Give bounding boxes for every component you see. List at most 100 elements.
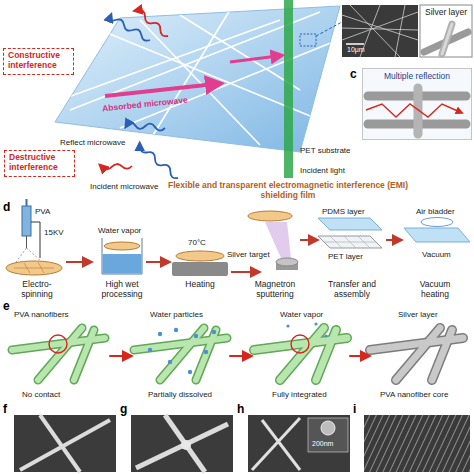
beam-label: Incident light: [300, 166, 345, 175]
illustration-shape: [134, 328, 227, 380]
illustration-shape: [105, 84, 215, 96]
inset-label: Silver layer: [422, 8, 470, 18]
part-label: PDMS layer: [322, 207, 365, 216]
illustration-shape: [324, 334, 327, 337]
wave-label: Reflect microwave: [60, 138, 125, 147]
illustration-shape: [252, 418, 300, 470]
illustration-shape: [386, 239, 398, 241]
fiber-stages: [12, 322, 463, 380]
illustration-shape: [14, 415, 116, 472]
illustration-shape: [14, 262, 54, 273]
sem-inset: [342, 5, 472, 57]
illustration-shape: [346, 43, 364, 45]
step-label: Vacuum heating: [405, 280, 465, 300]
stage-label: No contact: [22, 390, 60, 399]
microwave-waves: [102, 8, 180, 180]
stage-label: Water particles: [150, 310, 203, 319]
illustration-shape: [324, 236, 376, 248]
panel-letter: d: [3, 201, 10, 215]
process-steps: [6, 199, 470, 276]
illustration-shape: [248, 415, 350, 472]
step-label: Transfer and assembly: [320, 280, 384, 300]
illustration-shape: [70, 12, 320, 110]
illustration-shape: [135, 8, 169, 38]
illustration-shape: [158, 332, 162, 336]
illustration-shape: [420, 5, 472, 57]
step-label: Magnetron sputtering: [242, 280, 308, 300]
illustration-shape: [60, 10, 338, 145]
illustration-shape: [248, 211, 292, 221]
illustration-shape: [55, 6, 340, 152]
illustration-shape: [188, 370, 192, 374]
stage-label: Fully integrated: [272, 390, 327, 399]
illustration-shape: [110, 355, 366, 357]
illustration-shape: [12, 328, 105, 380]
illustration-shape: [362, 68, 472, 140]
illustration-shape: [342, 5, 418, 57]
illustration-shape: [26, 236, 27, 248]
illustration-shape: [308, 418, 348, 452]
interference-box: Destructive interference: [4, 150, 75, 177]
illustration-shape: [136, 415, 228, 472]
illustration-shape: [230, 355, 248, 357]
illustration-shape: [421, 218, 453, 227]
illustration-shape: [131, 415, 233, 472]
illustration-shape: [291, 335, 309, 353]
part-label: PET substrate: [300, 146, 351, 155]
illustration-shape: [148, 322, 328, 374]
illustration-shape: [66, 240, 398, 272]
film-title: Flexible and transparent electromagnetic…: [168, 181, 408, 201]
stage-label: Partially dissolved: [148, 390, 212, 399]
illustration-shape: [404, 228, 470, 242]
illustration-shape: [102, 164, 132, 170]
illustration-shape: [342, 28, 418, 30]
illustration-shape: [204, 350, 208, 354]
voltage-label: 15KV: [44, 228, 64, 237]
illustration-shape: [342, 5, 418, 57]
illustration-shape: [300, 239, 314, 241]
illustration-shape: [318, 236, 382, 248]
stage-label: PVA nanofibers: [14, 310, 69, 319]
illustration-shape: [134, 328, 227, 380]
illustration-shape: [12, 328, 105, 380]
illustration-shape: [231, 271, 256, 273]
inset-panel: Multiple reflection: [362, 68, 472, 140]
illustration-shape: [138, 144, 180, 181]
part-label: PET layer: [328, 252, 363, 261]
panel-letter: g: [120, 403, 127, 417]
illustration-shape: [318, 218, 382, 230]
illustration-shape: [22, 206, 31, 236]
illustration-shape: [370, 328, 463, 380]
material-label: PVA: [35, 207, 50, 216]
reflection-illustration: [362, 68, 472, 140]
step-label: Electro-spinning: [8, 280, 66, 300]
wave-label: Incident microwave: [90, 182, 158, 191]
illustration-shape: [127, 122, 165, 131]
illustration-shape: [20, 415, 110, 472]
illustration-shape: [66, 261, 88, 263]
illustration-shape: [148, 348, 152, 352]
illustration-shape: [284, 0, 293, 178]
illustration-shape: [31, 222, 40, 258]
illustration-shape: [366, 104, 460, 117]
illustration-shape: [316, 22, 342, 36]
illustration-shape: [286, 324, 289, 327]
illustration-shape: [442, 24, 452, 54]
scale-label: 10μm: [347, 46, 365, 54]
process-label: Water vapor: [98, 226, 141, 235]
illustration-shape: [370, 328, 463, 380]
illustration-shape: [60, 20, 280, 100]
panel-letter: c: [350, 68, 357, 82]
illustration-shape: [176, 251, 224, 261]
node-text: Constructive interference: [8, 51, 68, 71]
illustration-shape: [395, 5, 405, 57]
illustration-shape: [364, 415, 470, 472]
node-text: Destructive interference: [9, 153, 69, 173]
illustration-shape: [172, 262, 228, 276]
illustration-shape: [194, 334, 198, 338]
illustration-shape: [150, 10, 230, 140]
illustration-shape: [254, 328, 347, 380]
illustration-shape: [103, 254, 142, 274]
illustration-shape: [168, 360, 172, 364]
illustration-shape: [6, 261, 62, 275]
